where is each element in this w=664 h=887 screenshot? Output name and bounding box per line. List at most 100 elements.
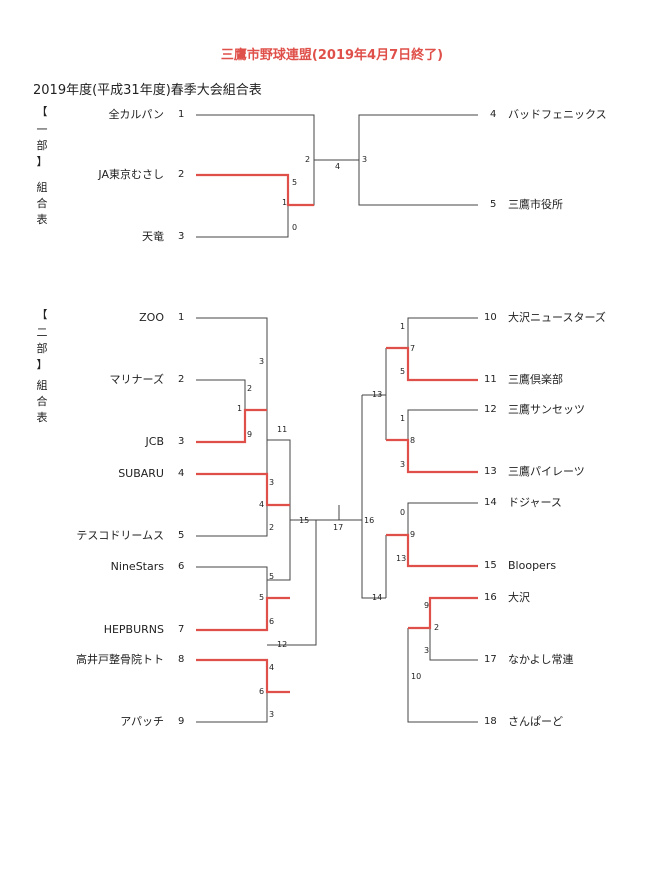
label-char: 合	[36, 395, 48, 408]
score: 9	[247, 430, 253, 439]
team-name: 全カルパン	[108, 108, 164, 121]
label-char: 】	[36, 358, 48, 371]
score: 4	[259, 500, 265, 509]
team-name: マリナーズ	[109, 373, 164, 386]
team-name: 三鷹市役所	[508, 198, 563, 211]
team-number: 3	[178, 436, 185, 447]
label-char: 部	[36, 139, 48, 152]
score: 7	[410, 344, 416, 353]
score: 10	[411, 672, 422, 681]
score: 14	[372, 593, 383, 602]
label-char: 一	[36, 123, 48, 136]
team-number: 10	[484, 312, 497, 323]
team-name: JA東京むさし	[98, 168, 164, 181]
score: 1	[237, 404, 243, 413]
score: 9	[410, 530, 416, 539]
team-name: Bloopers	[508, 559, 557, 572]
team-number: 1	[178, 312, 185, 323]
score: 0	[400, 508, 406, 517]
score: 9	[424, 601, 430, 610]
score: 5	[269, 572, 275, 581]
score: 8	[410, 436, 416, 445]
team-name: なかよし常連	[508, 653, 574, 666]
team-name: 三鷹サンセッツ	[508, 403, 585, 416]
team-number: 1	[178, 109, 185, 120]
team-name: さんぱーど	[508, 715, 563, 728]
team-number: 18	[484, 716, 497, 727]
page-subtitle: 2019年度(平成31年度)春季大会組合表	[33, 83, 262, 98]
team-number: 2	[178, 169, 185, 180]
team-number: 4	[490, 109, 497, 120]
score: 17	[333, 523, 344, 532]
score: 15	[299, 516, 310, 525]
team-name: ZOO	[139, 311, 164, 324]
team-name: 天竜	[142, 230, 164, 243]
team-name: バッドフェニックス	[508, 108, 607, 121]
score: 4	[335, 162, 341, 171]
team-name: アパッチ	[120, 715, 164, 728]
team-number: 5	[490, 199, 497, 210]
team-number: 7	[178, 624, 185, 635]
team-number: 2	[178, 374, 185, 385]
team-name: 高井戸整骨院トト	[76, 653, 164, 666]
score: 6	[259, 687, 265, 696]
score: 5	[292, 178, 298, 187]
label-char: 組	[36, 379, 48, 392]
team-number: 6	[178, 561, 185, 572]
team-name: テスコドリームス	[76, 529, 164, 542]
team-number: 14	[484, 497, 497, 508]
label-char: 二	[36, 326, 48, 339]
label-char: 組	[36, 181, 48, 194]
score: 16	[364, 516, 375, 525]
label-char: 合	[36, 197, 48, 210]
team-name: SUBARU	[118, 467, 164, 480]
team-name: NineStars	[110, 560, 164, 573]
team-name: 大沢	[508, 591, 530, 604]
score: 2	[434, 623, 440, 632]
team-name: ドジャース	[508, 496, 562, 509]
score: 2	[247, 384, 253, 393]
team-number: 8	[178, 654, 185, 665]
team-name: 大沢ニュースターズ	[508, 311, 606, 324]
label-char: 】	[36, 155, 48, 168]
score: 3	[362, 155, 368, 164]
team-number: 16	[484, 592, 497, 603]
score: 0	[292, 223, 298, 232]
team-number: 4	[178, 468, 185, 479]
team-number: 9	[178, 716, 185, 727]
team-name: HEPBURNS	[103, 623, 164, 636]
team-number: 17	[484, 654, 497, 665]
team-name: JCB	[145, 435, 164, 448]
score: 1	[400, 322, 406, 331]
score: 5	[259, 593, 265, 602]
score: 11	[277, 425, 288, 434]
label-char: 【	[36, 308, 48, 321]
team-number: 3	[178, 231, 185, 242]
team-number: 5	[178, 530, 185, 541]
score: 5	[400, 367, 406, 376]
team-name: 三鷹倶楽部	[508, 373, 563, 386]
score: 3	[424, 646, 430, 655]
score: 13	[372, 390, 383, 399]
team-number: 15	[484, 560, 497, 571]
score: 3	[269, 710, 275, 719]
team-name: 三鷹パイレーツ	[508, 465, 585, 478]
score: 2	[305, 155, 311, 164]
score: 3	[400, 460, 406, 469]
label-char: 【	[36, 105, 48, 118]
score: 3	[259, 357, 265, 366]
team-number: 11	[484, 374, 497, 385]
score: 3	[269, 478, 275, 487]
label-char: 表	[36, 411, 48, 424]
score: 2	[269, 523, 275, 532]
page-title: 三鷹市野球連盟(2019年4月7日終了)	[220, 48, 444, 63]
score: 4	[269, 663, 275, 672]
label-char: 部	[36, 342, 48, 355]
score: 6	[269, 617, 275, 626]
team-number: 12	[484, 404, 497, 415]
score: 1	[400, 414, 406, 423]
score: 12	[277, 640, 288, 649]
team-number: 13	[484, 466, 497, 477]
score: 1	[282, 198, 288, 207]
